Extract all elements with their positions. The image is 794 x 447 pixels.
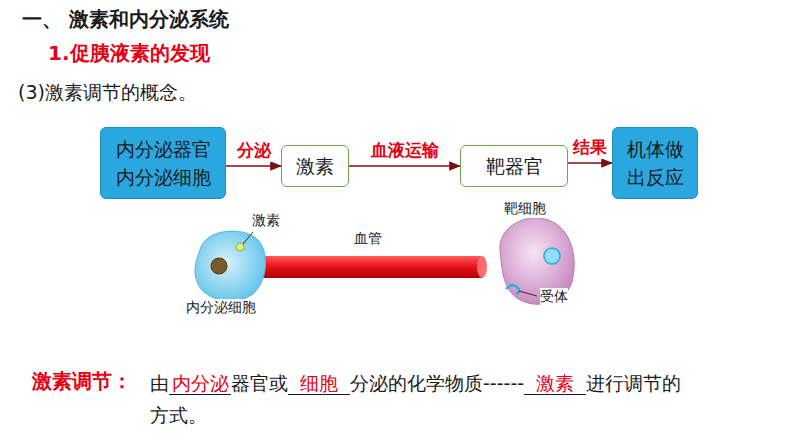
- callout-label: 激素: [252, 212, 280, 230]
- source-box: 内分泌器官 内分泌细胞: [100, 127, 226, 199]
- leader-line: [519, 291, 537, 296]
- subsection-title: 1.促胰液素的发现: [48, 40, 210, 67]
- vessel-end: [477, 256, 487, 278]
- fill-in-answer: 激素: [524, 372, 586, 395]
- blood-vessel: [262, 256, 482, 278]
- fill-in-answer: 细胞: [288, 372, 350, 395]
- sentence-text: 器官或: [231, 372, 288, 394]
- definition-sentence: 由内分泌器官或细胞分泌的化学物质------激素进行调节的方式。: [150, 367, 695, 431]
- section-title: 一、 激素和内分泌系统: [22, 6, 229, 33]
- callout-label: 靶细胞: [504, 200, 546, 218]
- flow-arrow: [568, 162, 612, 164]
- process-box: 激素: [281, 145, 349, 187]
- box-text: 机体做出反应: [625, 135, 685, 191]
- box-text: 内分泌器官 内分泌细胞: [113, 135, 213, 191]
- flow-arrow: [226, 165, 281, 167]
- result-box: 机体做出反应: [612, 127, 698, 199]
- callout-label: 血管: [354, 230, 382, 248]
- endocrine-cell: [195, 231, 266, 301]
- box-text: 靶器官: [486, 152, 543, 180]
- nucleus: [211, 258, 227, 274]
- arrow-label: 分泌: [235, 139, 273, 162]
- sentence-text: 分泌的化学物质------: [350, 372, 524, 394]
- sentence-text: 由: [150, 372, 169, 394]
- hormone-dot: [236, 243, 244, 251]
- target-nucleus: [544, 248, 560, 264]
- point-heading: (3)激素调节的概念。: [18, 80, 197, 106]
- flow-arrow: [349, 165, 460, 167]
- callout-label: 受体: [540, 288, 568, 306]
- receptor: [506, 285, 519, 294]
- arrow-label: 血液运输: [369, 139, 441, 162]
- fill-in-answer: 内分泌: [169, 372, 231, 395]
- definition-term: 激素调节：: [32, 368, 132, 395]
- leader-line: [243, 232, 253, 244]
- process-box: 靶器官: [460, 145, 568, 187]
- callout-label: 内分泌细胞: [186, 299, 256, 317]
- box-text: 激素: [296, 152, 334, 180]
- arrow-label: 结果: [571, 136, 609, 159]
